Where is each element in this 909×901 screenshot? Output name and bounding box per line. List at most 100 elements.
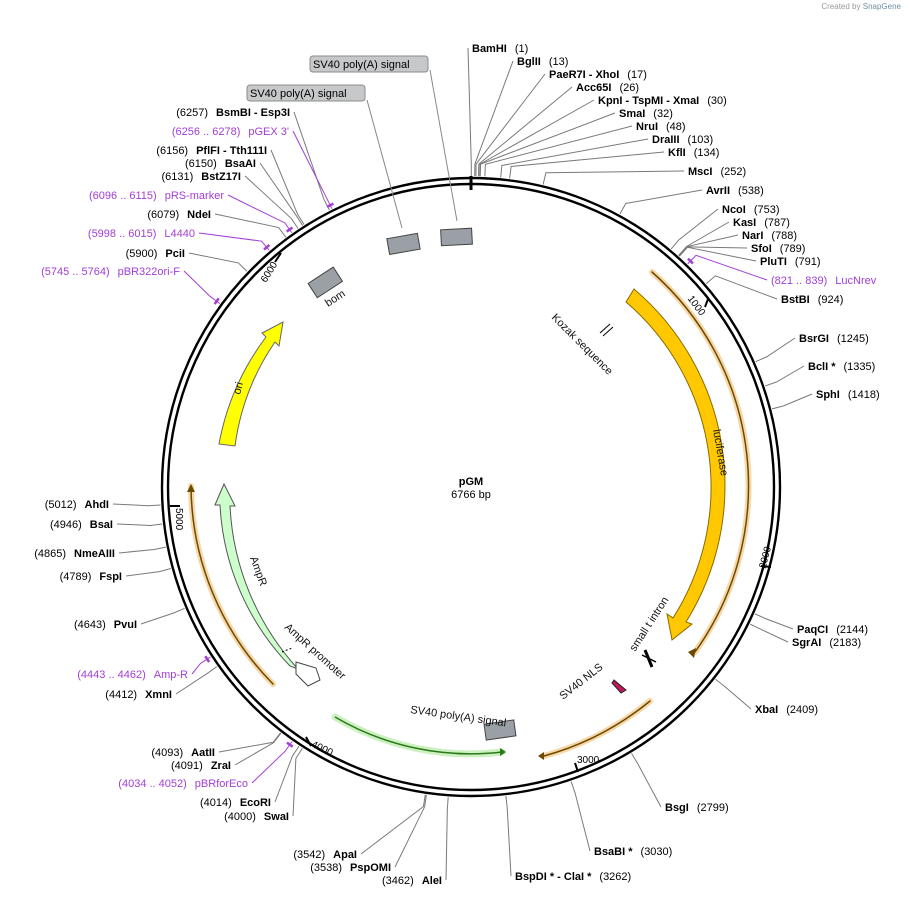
ampr-promoter-feature[interactable] — [295, 661, 321, 687]
enzyme-xbai-pos: (2409) — [786, 704, 818, 716]
kozak-mark-a — [599, 323, 611, 334]
enzyme-sfoi-label[interactable]: SfoI(789) — [751, 243, 805, 255]
enzyme-sfoi-name: SfoI — [751, 243, 772, 255]
sv40-polya-top-feature-2[interactable] — [440, 227, 473, 247]
enzyme-alei-label[interactable]: (3462)AleI — [382, 875, 442, 887]
enzyme-ahdi-label[interactable]: (5012)AhdI — [45, 499, 109, 511]
enzyme-pluti-label[interactable]: PluTI(791) — [760, 256, 821, 268]
enzyme-bspdi-clai-name: BspDI * - ClaI * — [515, 871, 592, 883]
orf-arc-right[interactable] — [651, 271, 750, 653]
enzyme-bstz17i-leader — [244, 175, 299, 229]
enzyme-bsrgi-pos: (1245) — [837, 333, 869, 345]
sv40-nls-feature[interactable] — [611, 679, 627, 694]
primer-pgex-3-site[interactable] — [326, 202, 334, 208]
enzyme-aatii-pos: (4093) — [151, 747, 183, 759]
ori-feature[interactable] — [218, 321, 284, 447]
enzyme-nrui-label[interactable]: NruI(48) — [636, 121, 686, 133]
primer-lucnrev-site[interactable] — [687, 257, 694, 265]
luciferase-feature[interactable] — [625, 288, 726, 641]
enzyme-bsgi-pos: (2799) — [697, 802, 729, 814]
enzyme-ecori-label[interactable]: (4014)EcoRI — [200, 797, 271, 809]
enzyme-apai-leader — [360, 794, 426, 855]
primer-pbr322ori-f-label[interactable]: (5745 .. 5764)pBR322ori-F — [41, 266, 180, 278]
enzyme-pvui-label[interactable]: (4643)PvuI — [74, 619, 137, 631]
enzyme-bsmbi-esp3i-pos: (6257) — [176, 107, 208, 119]
enzyme-sgrai-label[interactable]: SgrAI(2183) — [792, 637, 861, 649]
enzyme-zrai-label[interactable]: (4091)ZraI — [171, 760, 231, 772]
enzyme-xmni-label[interactable]: (4412)XmnI — [105, 689, 172, 701]
enzyme-acc65i-name: Acc65I — [576, 82, 611, 94]
enzyme-bstbi-label[interactable]: BstBI(924) — [781, 294, 843, 306]
enzyme-kasi-pos: (787) — [764, 217, 790, 229]
primer-lucnrev-label[interactable]: (821 .. 839)LucNrev — [771, 275, 877, 287]
enzyme-bsabi-label[interactable]: BsaBI *(3030) — [594, 846, 672, 858]
ampr-promoter-dash — [281, 647, 293, 653]
enzyme-avrii-label[interactable]: AvrII(538) — [706, 185, 764, 197]
enzyme-bsmbi-esp3i-label[interactable]: (6257)BsmBI - Esp3I — [176, 107, 290, 119]
primer-prs-marker-site[interactable] — [285, 226, 294, 233]
sv40-polya-top-feature-1[interactable] — [386, 232, 421, 256]
primer-pbrforeco-name: pBRforEco — [195, 778, 248, 790]
enzyme-bamhi-label[interactable]: BamHI(1) — [472, 43, 528, 55]
primer-amp-r-site[interactable] — [204, 655, 211, 663]
enzyme-bsai-label[interactable]: (4946)BsaI — [50, 519, 113, 531]
primer-pbr322ori-f-site[interactable] — [213, 297, 220, 305]
primer-prs-marker-label[interactable]: (6096 .. 6115)pRS-marker — [89, 190, 224, 202]
primer-pbrforeco-label[interactable]: (4034 .. 4052)pBRforEco — [118, 778, 248, 790]
enzyme-fspi-label[interactable]: (4789)FspI — [60, 571, 122, 583]
enzyme-acc65i-label[interactable]: Acc65I(26) — [576, 82, 639, 94]
enzyme-bsgi-label[interactable]: BsgI(2799) — [665, 802, 729, 814]
enzyme-paqci-leader — [754, 613, 794, 630]
primer-l4440-label[interactable]: (5998 .. 6015)L4440 — [88, 228, 195, 240]
enzyme-aatii-label[interactable]: (4093)AatII — [151, 747, 215, 759]
enzyme-kpni-tspmi-xmai-label[interactable]: KpnI - TspMI - XmaI(30) — [598, 95, 727, 107]
small-t-intron-mark[interactable] — [643, 649, 654, 668]
enzyme-kasi-label[interactable]: KasI(787) — [733, 217, 790, 229]
enzyme-kpni-tspmi-xmai-leader — [479, 99, 595, 177]
enzyme-draiii-label[interactable]: DraIII(103) — [652, 134, 713, 146]
sv40-polya-bottom-feature[interactable] — [483, 719, 517, 741]
enzyme-sphi-label[interactable]: SphI(1418) — [816, 389, 880, 401]
enzyme-bspdi-clai-label[interactable]: BspDI * - ClaI *(3262) — [515, 871, 631, 883]
enzyme-bsmbi-esp3i-leader — [293, 111, 330, 211]
primer-pbrforeco-site[interactable] — [286, 741, 294, 748]
enzyme-pflfi-tth111i-label[interactable]: (6156)PflFI - Tth111I — [156, 145, 267, 157]
enzyme-sgrai-pos: (2183) — [829, 637, 861, 649]
bom-feature[interactable] — [307, 266, 344, 299]
enzyme-bglii-label[interactable]: BglII(13) — [517, 56, 568, 68]
enzyme-pspomi-leader — [394, 794, 427, 868]
enzyme-ndei-label[interactable]: (6079)NdeI — [147, 209, 211, 221]
enzyme-pspomi-label[interactable]: (3538)PspOMI — [310, 862, 391, 874]
enzyme-bsabi-name: BsaBI * — [594, 846, 633, 858]
green-arc[interactable] — [334, 716, 503, 755]
sv40-polya-callout-1[interactable] — [309, 55, 429, 73]
primer-l4440-site[interactable] — [263, 244, 271, 251]
enzyme-bsrgi-name: BsrGI — [799, 333, 829, 345]
enzyme-bsrgi-label[interactable]: BsrGI (1245) — [799, 333, 869, 345]
enzyme-bstz17i-label[interactable]: (6131)BstZ17I — [161, 171, 241, 183]
primer-amp-r-name: Amp-R — [154, 669, 188, 681]
enzyme-pcii-label[interactable]: (5900)PciI — [126, 248, 185, 260]
enzyme-swai-label[interactable]: (4000)SwaI — [224, 811, 289, 823]
enzyme-paqci-label[interactable]: PaqCI(2144) — [797, 624, 868, 636]
enzyme-xbai-label[interactable]: XbaI(2409) — [755, 704, 818, 716]
primer-pbr322ori-f-name: pBR322ori-F — [118, 266, 181, 278]
enzyme-apai-label[interactable]: (3542)ApaI — [293, 849, 357, 861]
enzyme-bcli-label[interactable]: BclI *(1335) — [808, 361, 875, 373]
orf-arc-bottom[interactable] — [543, 700, 651, 757]
enzyme-ncoi-label[interactable]: NcoI(753) — [722, 204, 780, 216]
enzyme-paer7i-xhoi-label[interactable]: PaeR7I - XhoI(17) — [549, 69, 647, 81]
enzyme-msci-label[interactable]: MscI(252) — [688, 166, 746, 178]
sv40-polya-callout-2[interactable] — [246, 84, 366, 102]
enzyme-zrai-leader — [234, 732, 282, 766]
enzyme-nmeaiii-label[interactable]: (4865)NmeAIII — [34, 548, 115, 560]
orf-arc-left[interactable] — [190, 485, 274, 685]
enzyme-nari-label[interactable]: NarI(788) — [742, 230, 797, 242]
enzyme-smai-label[interactable]: SmaI(32) — [619, 108, 673, 120]
enzyme-bspdi-clai-leader — [505, 795, 512, 877]
kozak-mark-b — [602, 326, 614, 337]
enzyme-kfli-label[interactable]: KflI(134) — [668, 147, 719, 159]
enzyme-bsaai-label[interactable]: (6150)BsaAI — [185, 158, 256, 170]
primer-pgex-3-label[interactable]: (6256 .. 6278)pGEX 3' — [172, 126, 289, 138]
primer-amp-r-label[interactable]: (4443 .. 4462)Amp-R — [77, 669, 188, 681]
